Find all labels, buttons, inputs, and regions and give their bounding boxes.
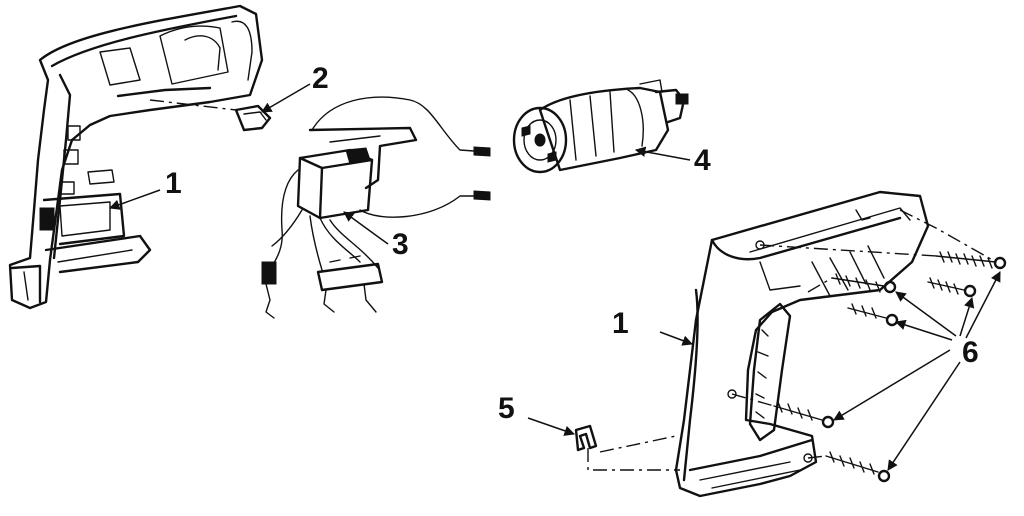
spring-clip	[149, 99, 272, 132]
drill-motor	[512, 79, 689, 174]
right-housing-half	[674, 190, 930, 498]
screw-c	[831, 273, 897, 294]
screw-a	[935, 251, 1007, 270]
screw-b	[927, 277, 977, 298]
leader-line-1-left	[109, 189, 161, 210]
callout-3: 3	[392, 228, 409, 261]
left-housing-half	[8, 4, 264, 310]
leader-line-3	[343, 211, 389, 245]
housing-screws	[731, 209, 1007, 483]
leader-line-2	[261, 83, 311, 113]
callout-1-left: 1	[165, 167, 182, 200]
callout-4: 4	[694, 144, 711, 177]
leader-line-4	[634, 146, 691, 161]
trigger-switch-assembly	[261, 96, 491, 319]
leader-line-5	[527, 417, 575, 436]
latch-clip	[574, 424, 680, 471]
screw-d	[847, 303, 899, 327]
screw-e	[773, 401, 835, 429]
callout-2: 2	[312, 62, 329, 95]
screw-f	[825, 451, 891, 483]
callout-5: 5	[498, 392, 515, 425]
callout-1-right: 1	[612, 307, 629, 340]
leader-lines-6	[833, 271, 1001, 471]
leader-line-1-right	[659, 331, 693, 346]
callout-6: 6	[962, 336, 979, 369]
